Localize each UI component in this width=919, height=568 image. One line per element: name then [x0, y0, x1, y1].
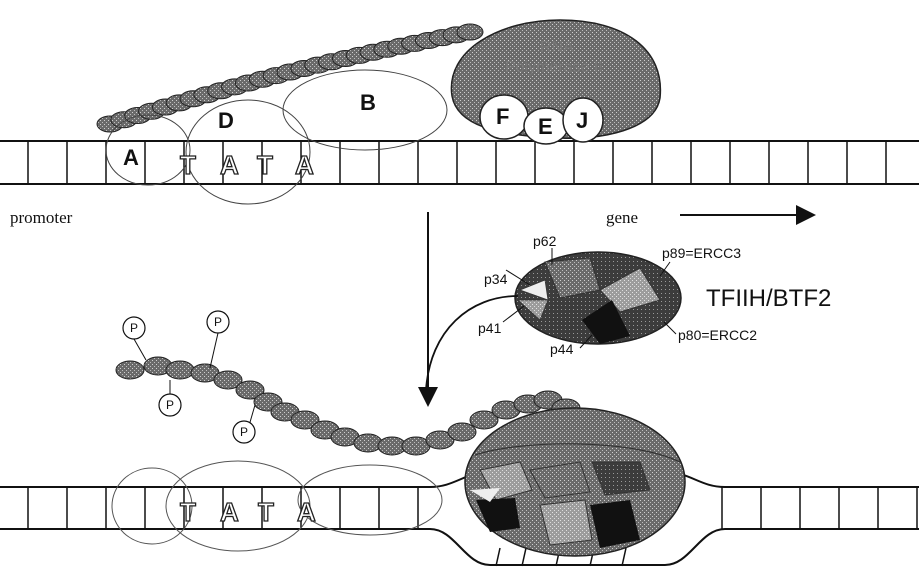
top-tata-a2: A — [295, 150, 314, 180]
phosphate-label: P — [214, 315, 222, 329]
ctd-bead — [166, 361, 194, 379]
phosphate-label: P — [240, 425, 248, 439]
factor-e-label: E — [538, 114, 553, 139]
promoter-label: promoter — [10, 208, 73, 227]
bottom-tata-t2: T — [258, 497, 274, 527]
tfiih-title: TFIIH/BTF2 — [706, 285, 831, 312]
top-tata-t2: T — [257, 150, 273, 180]
phosphate-link — [134, 339, 146, 360]
tfiih-curve-arrow — [426, 296, 518, 390]
subunit-p80-label: p80=ERCC2 — [678, 327, 757, 343]
factor-a-outline — [106, 115, 190, 185]
bottom-tata-a2: A — [297, 497, 316, 527]
factor-b-label: B — [360, 90, 376, 115]
tfiih-complex — [515, 252, 681, 344]
bottom-tata-t1: T — [180, 497, 196, 527]
factor-j-label: J — [576, 108, 588, 133]
bottom-factor-b-outline — [298, 465, 442, 535]
top-tata-a1: A — [220, 150, 239, 180]
subunit-p89-label: p89=ERCC3 — [662, 245, 741, 261]
phosphate-label: P — [130, 321, 138, 335]
dna-rung — [522, 548, 526, 566]
ctd-bead — [457, 24, 483, 40]
gene-label: gene — [606, 208, 638, 227]
phosphate-label: P — [166, 398, 174, 412]
bottom-tata-a1: A — [220, 497, 239, 527]
factor-d-outline — [186, 100, 310, 204]
ctd-bead — [448, 423, 476, 441]
subunit-p34-label: p34 — [484, 271, 508, 287]
dna-rung — [622, 548, 626, 566]
subunit-p41-label: p41 — [478, 320, 502, 336]
ctd-bead — [116, 361, 144, 379]
bound-polymerase-complex — [465, 408, 685, 556]
dna-rung — [496, 548, 500, 566]
ctd-bead — [354, 434, 382, 452]
subunit-p62-label: p62 — [533, 233, 557, 249]
polymerase-label-line1: RNA — [540, 39, 574, 56]
polymerase-label-line2: Polymerase II — [505, 59, 603, 76]
top-tata-t1: T — [180, 150, 196, 180]
factor-d-label: D — [218, 108, 234, 133]
factor-f-label: F — [496, 104, 509, 129]
subunit-p44-label: p44 — [550, 341, 574, 357]
factor-a-label: A — [123, 145, 139, 170]
bottom-dna-ladder — [0, 472, 919, 566]
phosphate-link — [210, 333, 218, 368]
